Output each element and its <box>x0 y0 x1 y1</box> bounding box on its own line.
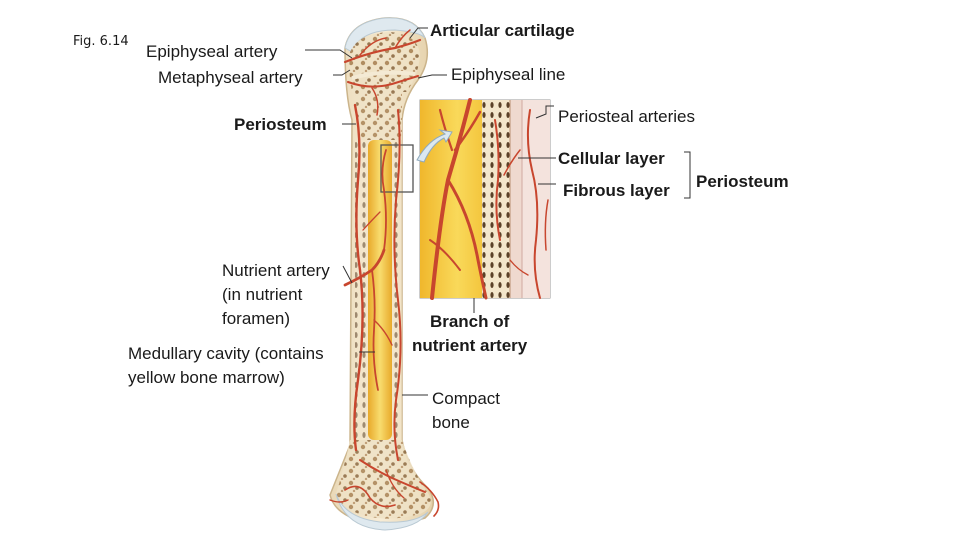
label-metaphyseal-artery: Metaphyseal artery <box>158 68 303 87</box>
label-branch-nutrient-artery: Branch of nutrient artery <box>412 312 528 355</box>
label-periosteum-bracket: Periosteum <box>696 172 789 191</box>
label-nutrient-artery: Nutrient artery (in nutrient foramen) <box>222 261 330 328</box>
bone-shaft <box>329 17 434 531</box>
figure-number: Fig. 6.14 <box>73 34 129 49</box>
label-periosteum-left: Periosteum <box>234 115 327 134</box>
label-articular-cartilage: Articular cartilage <box>430 21 575 40</box>
label-epiphyseal-line: Epiphyseal line <box>451 65 566 84</box>
detail-inset <box>419 99 551 299</box>
label-medullary-cavity: Medullary cavity (contains yellow bone m… <box>128 344 324 387</box>
label-periosteal-arteries: Periosteal arteries <box>558 107 696 126</box>
label-fibrous-layer: Fibrous layer <box>563 181 670 200</box>
label-compact-bone: Compact bone <box>432 389 501 432</box>
bone-arteries <box>329 29 440 517</box>
leader-lines <box>305 27 691 396</box>
label-cellular-layer: Cellular layer <box>558 149 665 168</box>
label-epiphyseal-artery: Epiphyseal artery <box>146 42 278 61</box>
inset-arteries <box>429 98 549 300</box>
zoom-arrow <box>416 129 453 163</box>
